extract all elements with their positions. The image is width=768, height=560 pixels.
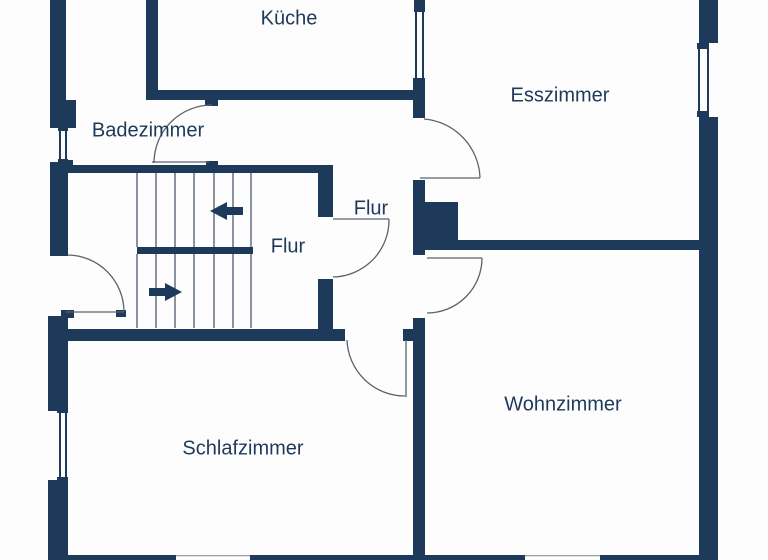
windows (48, 12, 709, 560)
window-esszimmer-left (415, 12, 424, 80)
flur-door (332, 218, 390, 278)
wall-bottom (48, 555, 717, 560)
wohnzimmer-door (426, 257, 483, 314)
arrow-down-right-icon (149, 283, 182, 301)
badezimmer-door (152, 104, 213, 164)
wall-b-upper (413, 84, 425, 118)
wall-left-low (48, 316, 68, 411)
room-label-flur-treppe: Flur (270, 235, 306, 258)
wall-left-mid (50, 172, 68, 256)
schlafzimmer-door (346, 339, 407, 397)
window-wohnzimmer-bottom (525, 555, 600, 560)
wall-schlafzimmer-top (66, 329, 345, 341)
entry-door (66, 254, 125, 313)
room-label-kueche: Küche (260, 7, 318, 30)
wall-stair-top (50, 165, 333, 173)
wall-b-top-stub (414, 0, 425, 12)
wall-left-stub (50, 100, 76, 128)
room-label-schlafzimmer: Schlafzimmer (182, 437, 304, 460)
wall-b-window-sill (413, 78, 425, 86)
jamb-schlaf-door-right (403, 329, 413, 341)
esszimmer-door (420, 118, 481, 179)
walls (48, 0, 718, 560)
chimney-block (425, 202, 458, 240)
wall-left-bottom (48, 480, 68, 560)
window-left-upper (50, 126, 68, 164)
jamb-bad-door-bottom (206, 161, 218, 168)
wall-kueche-left (146, 0, 158, 100)
window-left-lower (48, 407, 68, 483)
wall-kueche-bottom (146, 90, 413, 100)
wall-flur-upper (318, 165, 333, 217)
wall-b-lower (413, 318, 425, 560)
window-esszimmer-right (697, 43, 709, 117)
wall-right-top (699, 0, 718, 43)
window-schlafzimmer-bottom (176, 555, 250, 560)
doors (66, 104, 483, 397)
jamb-bad-door-top (205, 100, 218, 106)
wall-b-mid (413, 180, 425, 255)
jamb-entry-door-bottom (61, 310, 74, 318)
wall-esszimmer-wohnzimmer (413, 240, 699, 250)
stair-landing-bar (137, 247, 253, 254)
stair-arrows (149, 202, 243, 301)
arrow-up-left-icon (210, 202, 243, 220)
wall-flur-lower (318, 279, 333, 341)
wall-left-top (50, 0, 66, 103)
room-label-badezimmer: Badezimmer (91, 119, 205, 142)
room-label-wohnzimmer: Wohnzimmer (504, 393, 622, 416)
room-label-flur-oben: Flur (353, 197, 389, 220)
room-label-esszimmer: Esszimmer (510, 84, 610, 107)
jamb-entry-door-tip (116, 310, 126, 317)
wall-right-main (699, 117, 718, 560)
